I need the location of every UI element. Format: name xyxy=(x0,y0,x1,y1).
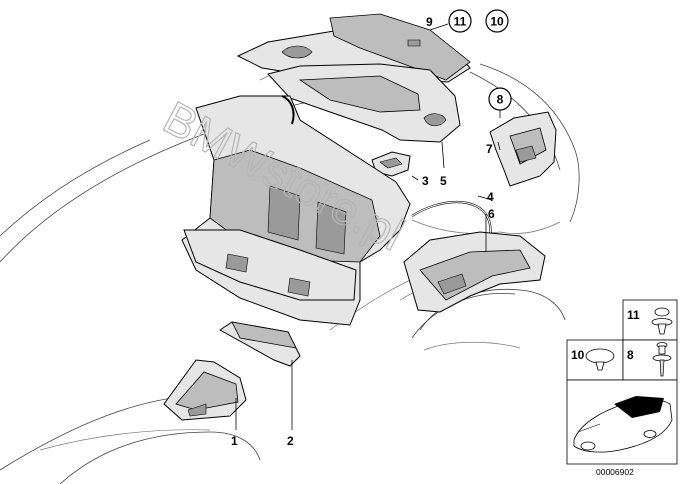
callout-3: 3 xyxy=(422,174,429,188)
callout-10: 10 xyxy=(490,15,504,29)
fastener-inset: 11 10 8 xyxy=(566,299,678,465)
callout-11: 11 xyxy=(454,15,467,29)
part-2-floor-cover xyxy=(219,321,301,367)
part-5-shelf-panel xyxy=(267,63,461,143)
inset-label-8: 8 xyxy=(627,348,634,362)
plug-10-icon xyxy=(585,348,615,371)
clip-11-icon xyxy=(651,307,673,335)
callout-10-ring xyxy=(485,9,509,33)
car-thumbnail-icon xyxy=(573,396,673,453)
callout-4: 4 xyxy=(487,190,494,204)
part-1-floor-tray xyxy=(163,359,247,421)
callout-6: 6 xyxy=(488,207,495,221)
callout-9: 9 xyxy=(426,15,433,29)
callout-1: 1 xyxy=(231,434,238,448)
callout-11-ring xyxy=(448,9,472,33)
callout-8-ring xyxy=(488,87,512,111)
callout-2: 2 xyxy=(287,434,294,448)
part-6-wheel-arch-trim xyxy=(403,231,546,313)
callout-5: 5 xyxy=(440,174,447,188)
leader-lines xyxy=(235,23,501,430)
screw-8-icon xyxy=(652,342,672,377)
part-7-side-trim xyxy=(489,111,557,187)
inset-label-10: 10 xyxy=(571,348,585,362)
diagram-code: 00006902 xyxy=(596,467,634,477)
callout-7: 7 xyxy=(486,142,493,156)
inset-label-11: 11 xyxy=(627,308,640,322)
callout-8: 8 xyxy=(497,93,504,107)
rear-bulkhead-insulation xyxy=(181,95,411,326)
